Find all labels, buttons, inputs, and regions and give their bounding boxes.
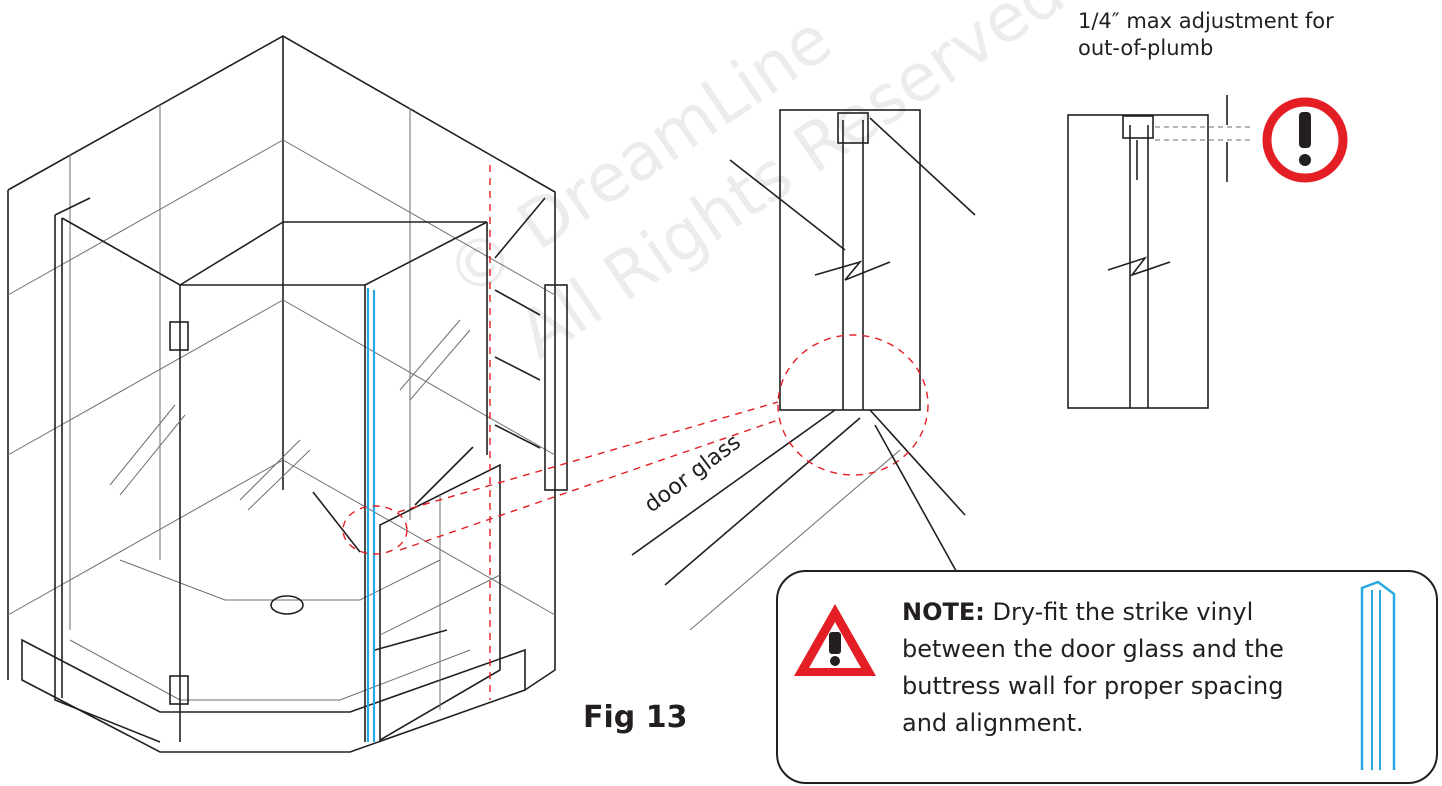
adjustment-note: 1/4″ max adjustment for out-of-plumb: [1078, 8, 1334, 62]
glass-reflection: [109, 319, 471, 511]
pencil-icon: [869, 409, 966, 516]
pencil-icon: [374, 629, 448, 651]
detail-callout-circle: [342, 505, 408, 555]
door-panel: [180, 284, 366, 742]
level-tool-icon: [544, 284, 568, 491]
shower-base: [21, 638, 526, 753]
pencil-icon: [494, 197, 546, 259]
note-heading: NOTE:: [902, 598, 985, 626]
shower-enclosure-drawing: [7, 35, 779, 753]
warning-triangle-icon: [794, 604, 876, 676]
wall-outline: [7, 35, 556, 691]
base-inner-edge: [69, 639, 471, 701]
buttress-wall: [379, 463, 501, 742]
detail-wall-panel-2: [1067, 114, 1209, 409]
note-pointer-arrow: [874, 424, 961, 579]
clamp-bracket: [837, 112, 869, 144]
pencil-icon: [869, 117, 976, 216]
note-box: NOTE: Dry-fit the strike vinyl between t…: [776, 570, 1438, 784]
header-line: [61, 217, 487, 286]
adjustment-note-line-1: 1/4″ max adjustment for: [1078, 9, 1334, 33]
adjustment-note-line-2: out-of-plumb: [1078, 36, 1214, 60]
clamp-bracket-2: [1122, 115, 1154, 139]
door-glass-edge: [631, 409, 836, 556]
note-text: NOTE: Dry-fit the strike vinyl between t…: [902, 594, 1322, 742]
pencil-icon: [729, 159, 846, 251]
strike-vinyl-icon: [1360, 580, 1396, 770]
tile-grid: [7, 105, 556, 630]
pencil-icon: [312, 491, 361, 553]
note-body: Dry-fit the strike vinyl between the doo…: [902, 598, 1284, 737]
drain: [270, 595, 304, 615]
break-symbol-2: [1107, 256, 1171, 277]
upper-hinge: [169, 321, 189, 351]
level-arrows: [494, 289, 541, 449]
base-slope: [119, 559, 441, 601]
lower-hinge: [169, 675, 189, 705]
callout-leader: [397, 401, 779, 513]
detail-wall-panel: [779, 109, 921, 411]
detail-zoom-circle: [777, 334, 929, 476]
pencil-icon: [414, 446, 474, 506]
fixed-panel-edge: [54, 215, 161, 743]
break-symbol: [814, 260, 891, 281]
detail-view-adjustment: [1067, 95, 1348, 409]
figure-label: Fig 13: [583, 700, 688, 735]
detail-view-gap: [631, 109, 976, 631]
